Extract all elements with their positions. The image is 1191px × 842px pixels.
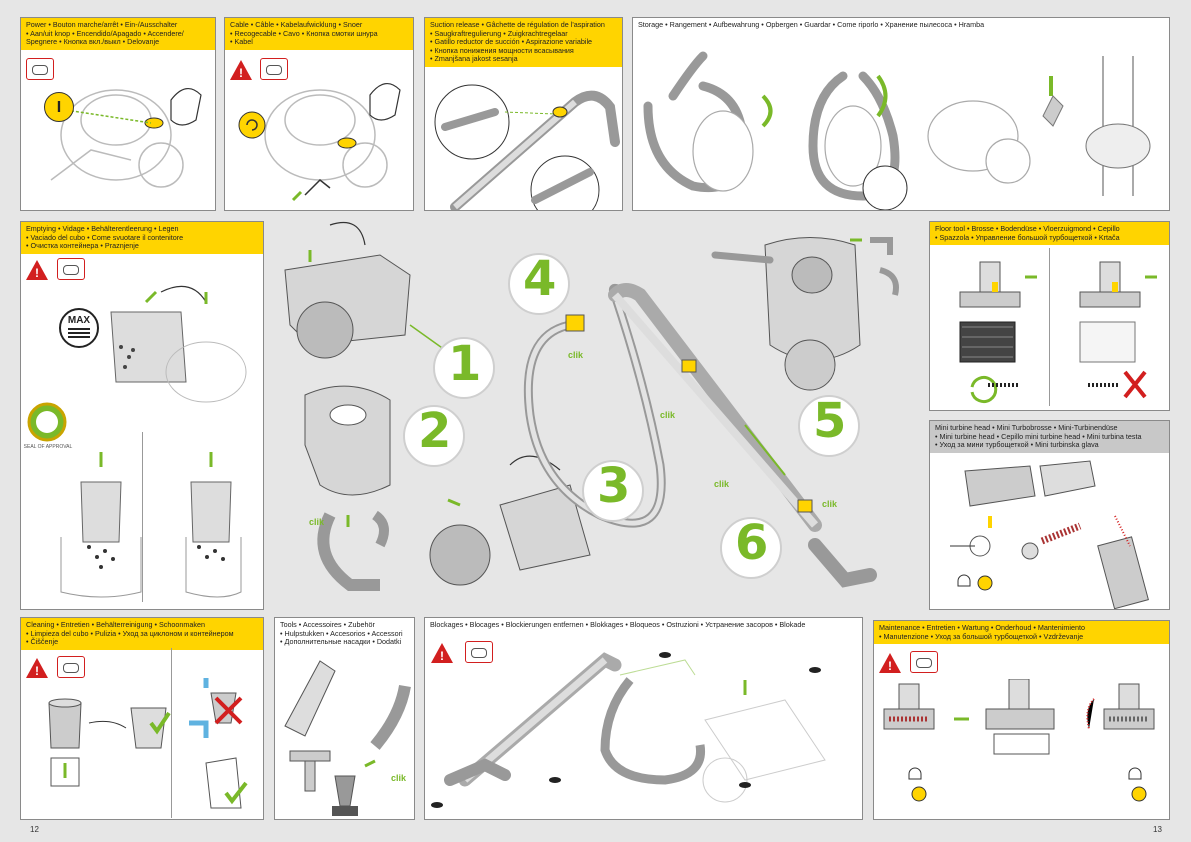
- page-number-left: 12: [30, 825, 39, 834]
- header-floor-tool: Floor tool • Brosse • Bodendüse • Vloerz…: [930, 222, 1169, 246]
- clik-label: clik: [822, 499, 838, 509]
- mini-turbine-illustration: [950, 460, 1149, 609]
- clik-label: clik: [568, 350, 584, 360]
- warning-icon: [879, 653, 901, 673]
- clik-label: clik: [714, 479, 730, 489]
- panel-tools: Tools • Accessoires • Zubehör • Hulpstuk…: [274, 617, 415, 820]
- clik-label: clik: [660, 410, 676, 420]
- unplug-icon: [260, 58, 288, 80]
- step-2-number: 2: [418, 403, 452, 459]
- blockages-illustration: [431, 652, 826, 808]
- power-symbol: I: [44, 92, 74, 122]
- step-4-number: 4: [523, 251, 557, 307]
- step-ring: [798, 395, 860, 457]
- seal-text: SEAL OF APPROVAL: [23, 444, 73, 450]
- unplug-icon: [465, 641, 493, 663]
- header-mini-turbine: Mini turbine head • Mini Turbobrosse • M…: [930, 421, 1169, 453]
- step-ring: [433, 337, 495, 399]
- step-5-number: 5: [813, 393, 847, 449]
- max-label: MAX: [67, 315, 91, 326]
- step-ring: [508, 253, 570, 315]
- unplug-icon: [26, 58, 54, 80]
- cable-rewind-illustration: [238, 83, 401, 202]
- cleaning-illustration: [48, 678, 248, 809]
- panel-suction-release: Suction release • Gâchette de régulation…: [424, 17, 623, 211]
- header-cleaning: Cleaning • Entretien • Behälterreinigung…: [21, 618, 263, 650]
- warning-icon: [431, 643, 453, 663]
- step-3-number: 3: [597, 458, 631, 514]
- unplug-icon: [57, 258, 85, 280]
- assembly-illustration: [284, 221, 899, 591]
- step-ring: [403, 405, 465, 467]
- header-emptying: Emptying • Vidage • Behälterentleerung •…: [21, 222, 263, 254]
- unplug-icon: [57, 656, 85, 678]
- header-blockages: Blockages • Blocages • Blockierungen ent…: [430, 620, 806, 629]
- maintenance-illustration: [883, 679, 1155, 802]
- panel-emptying: Emptying • Vidage • Behälterentleerung •…: [20, 221, 264, 610]
- warning-icon: [230, 60, 252, 80]
- step-ring: [720, 517, 782, 579]
- seal-icon: [27, 402, 67, 442]
- header-tools: Tools • Accessoires • Zubehör • Hulpstuk…: [280, 620, 403, 647]
- clik-label: clik: [309, 517, 325, 527]
- step-ring: [582, 460, 644, 522]
- panel-floor-tool: Floor tool • Brosse • Bodendüse • Vloerz…: [929, 221, 1170, 411]
- header-maintenance: Maintenance • Entretien • Wartung • Onde…: [874, 621, 1169, 645]
- vacuum-illustration: [50, 88, 202, 188]
- panel-blockages: Blockages • Blocages • Blockierungen ent…: [424, 617, 863, 820]
- page-number-right: 13: [1153, 825, 1162, 834]
- panel-mini-turbine: Mini turbine head • Mini Turbobrosse • M…: [929, 420, 1170, 610]
- bin-empty-over-bag-illustration: [60, 452, 242, 598]
- clik-label: clik: [391, 773, 407, 783]
- warning-icon: [26, 658, 48, 678]
- step-6-number: 6: [735, 515, 769, 571]
- header-storage: Storage • Rangement • Aufbewahrung • Opb…: [638, 20, 985, 29]
- header-suction: Suction release • Gâchette de régulation…: [425, 18, 622, 67]
- header-power: Power • Bouton marche/arrêt • Ein-/Aussc…: [21, 18, 215, 50]
- panel-maintenance: Maintenance • Entretien • Wartung • Onde…: [873, 620, 1170, 820]
- storage-illustration: [643, 51, 1151, 210]
- panel-power: Power • Bouton marche/arrêt • Ein-/Aussc…: [20, 17, 216, 211]
- panel-cleaning: Cleaning • Entretien • Behälterreinigung…: [20, 617, 264, 820]
- tools-illustration: [284, 660, 411, 816]
- step-1-number: 1: [448, 336, 482, 392]
- suction-release-illustration: [434, 84, 620, 210]
- panel-storage: Storage • Rangement • Aufbewahrung • Opb…: [632, 17, 1170, 211]
- warning-icon: [26, 260, 48, 280]
- panel-cable: Cable • Câble • Kabelaufwicklung • Snoer…: [224, 17, 414, 211]
- floor-tool-filter-illustration: [959, 261, 1157, 403]
- unplug-icon: [910, 651, 938, 673]
- max-fill-indicator: MAX: [59, 308, 99, 348]
- bin-removal-illustration: [110, 285, 247, 403]
- header-cable: Cable • Câble • Kabelaufwicklung • Snoer…: [225, 18, 413, 50]
